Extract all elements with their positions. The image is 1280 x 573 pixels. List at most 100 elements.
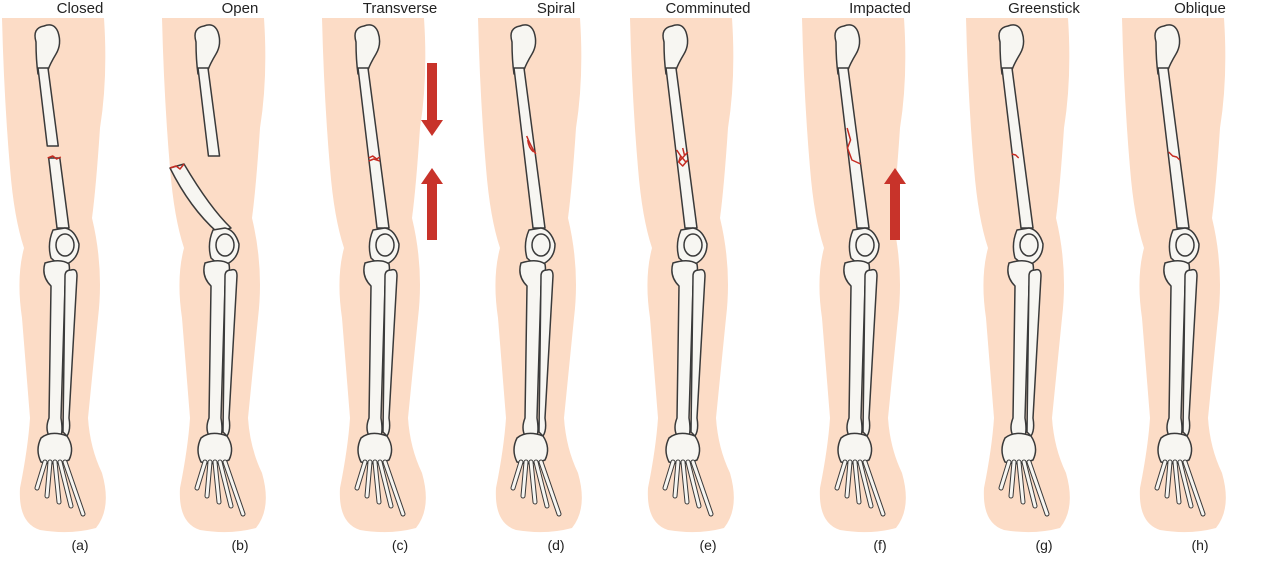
metatarsal-fill xyxy=(835,460,847,490)
tibia xyxy=(519,260,547,437)
fracture-line xyxy=(676,147,689,167)
leg-illustration xyxy=(966,18,1070,533)
fracture-line xyxy=(169,163,185,170)
tibia xyxy=(843,260,871,437)
metatarsal-fill xyxy=(35,460,47,490)
leg-group xyxy=(2,18,106,533)
fibula xyxy=(862,268,878,437)
leg-illustration xyxy=(1122,18,1226,533)
panel-title: Oblique xyxy=(1174,0,1226,17)
leg-group xyxy=(630,18,734,533)
patella xyxy=(683,233,703,257)
metatarsal-fill xyxy=(58,460,73,508)
patella xyxy=(1175,233,1195,257)
patella xyxy=(855,233,875,257)
fibula xyxy=(1026,268,1042,437)
metatarsal-fill xyxy=(691,460,713,516)
patella xyxy=(1019,233,1039,257)
fibula xyxy=(690,268,706,437)
metatarsal-fill xyxy=(205,460,212,498)
metatarsal-fill xyxy=(1155,460,1167,490)
patella xyxy=(375,233,395,257)
metatarsal-fill xyxy=(521,460,528,498)
ankle-bones xyxy=(357,432,393,465)
panel-closed: Closed (a) xyxy=(0,0,160,573)
ankle-bones xyxy=(837,432,873,465)
panel-caption: (g) xyxy=(1035,537,1053,553)
tibia xyxy=(203,260,231,437)
metatarsal-fill xyxy=(999,460,1011,490)
panel-transverse: Transverse (c) xyxy=(320,0,480,573)
fibula xyxy=(1182,268,1198,437)
metatarsal-fill xyxy=(1017,460,1025,504)
tibia xyxy=(1007,260,1035,437)
metatarsal-fill xyxy=(53,460,61,504)
panel-greenstick: Greenstick (g) xyxy=(964,0,1124,573)
panel-caption: (d) xyxy=(547,537,565,553)
metatarsal-fill xyxy=(681,460,689,504)
metatarsal-fill xyxy=(1009,460,1016,498)
metatarsal-fill xyxy=(218,460,233,508)
metatarsal-fill xyxy=(686,460,701,508)
panel-title: Impacted xyxy=(849,0,911,17)
patella xyxy=(55,233,75,257)
ankle-bones xyxy=(1157,432,1193,465)
leg-illustration xyxy=(802,18,906,533)
metatarsal-fill xyxy=(534,460,549,508)
tibia xyxy=(43,260,71,437)
ankle-bones xyxy=(513,432,549,465)
femur-shaft xyxy=(665,67,698,229)
leg-group xyxy=(802,18,906,533)
panel-title: Open xyxy=(221,0,259,17)
metatarsal-fill xyxy=(845,460,852,498)
femur-shaft xyxy=(357,67,390,229)
metatarsal-fill xyxy=(1178,460,1193,508)
panel-caption: (b) xyxy=(231,537,249,553)
panel-oblique: Oblique (h) xyxy=(1120,0,1280,573)
fracture-line xyxy=(368,158,381,162)
force-arrow-down xyxy=(421,63,443,136)
panel-caption: (a) xyxy=(71,537,89,553)
panel-title: Spiral xyxy=(536,0,576,17)
metatarsal-fill xyxy=(853,460,861,504)
leg-illustration xyxy=(630,18,734,533)
fracture-line xyxy=(1011,153,1020,159)
femur-shaft xyxy=(1157,67,1190,229)
force-arrow-up xyxy=(884,168,906,240)
ankle-bones xyxy=(197,432,233,465)
metatarsal-fill xyxy=(673,460,680,498)
fibula xyxy=(222,268,238,437)
fracture-line xyxy=(525,135,537,155)
metatarsal-fill xyxy=(858,460,873,508)
metatarsal-fill xyxy=(365,460,372,498)
tibia xyxy=(363,260,391,437)
metatarsal-fill xyxy=(213,460,221,504)
panel-spiral: Spiral (d) xyxy=(476,0,636,573)
metatarsal-fill xyxy=(355,460,367,490)
patella xyxy=(531,233,551,257)
panel-open: Open (b) xyxy=(160,0,320,573)
patella xyxy=(215,233,235,257)
force-arrow-up xyxy=(421,168,443,240)
panel-title: Transverse xyxy=(362,0,438,17)
fracture-line xyxy=(47,155,62,160)
ankle-bones xyxy=(37,432,73,465)
ankle-bones xyxy=(1001,432,1037,465)
panel-caption: (e) xyxy=(699,537,717,553)
metatarsal-fill xyxy=(529,460,537,504)
femur-lower xyxy=(169,163,232,233)
tibia xyxy=(671,260,699,437)
panel-title: Comminuted xyxy=(665,0,751,17)
metatarsal-fill xyxy=(539,460,561,516)
panel-caption: (h) xyxy=(1191,537,1209,553)
leg-group xyxy=(1122,18,1226,533)
metatarsal-fill xyxy=(863,460,885,516)
metatarsal-fill xyxy=(378,460,393,508)
panel-title: Closed xyxy=(56,0,104,17)
metatarsal-fill xyxy=(511,460,523,490)
femur-upper xyxy=(197,67,221,157)
metatarsal-fill xyxy=(1173,460,1181,504)
leg-illustration xyxy=(2,18,106,533)
leg-group xyxy=(966,18,1070,533)
leg-illustration xyxy=(162,18,266,533)
